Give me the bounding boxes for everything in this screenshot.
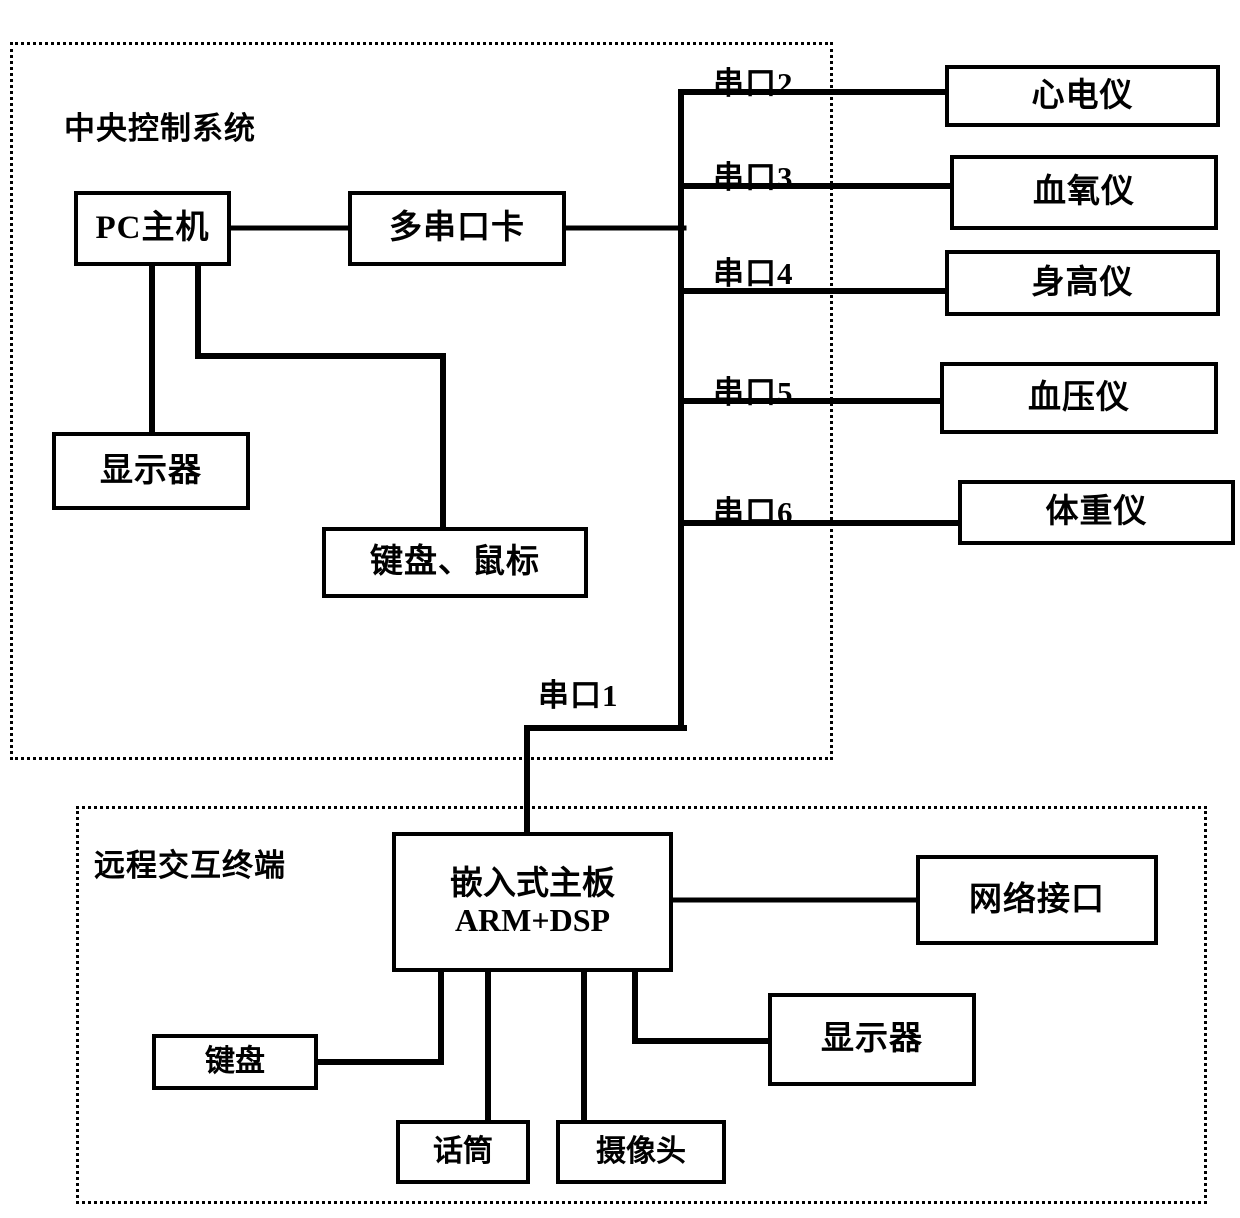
node-pc-host[interactable]: PC主机 — [74, 191, 231, 266]
node-keyboard-mouse[interactable]: 键盘、鼠标 — [322, 527, 588, 598]
serial-port-label-1: 串口1 — [538, 678, 619, 713]
node-multi-serial-card[interactable]: 多串口卡 — [348, 191, 566, 266]
group-remote-interactive-terminal — [76, 806, 1207, 1204]
group-central-control-system — [10, 42, 833, 760]
serial-port-label-2: 串口2 — [713, 66, 794, 101]
serial-port-label-3: 串口3 — [713, 160, 794, 195]
node-remote-keyboard[interactable]: 键盘 — [152, 1034, 318, 1090]
node-central-monitor[interactable]: 显示器 — [52, 432, 250, 510]
serial-port-label-6: 串口6 — [713, 495, 794, 530]
node-camera[interactable]: 摄像头 — [556, 1120, 726, 1184]
node-embedded-board[interactable]: 嵌入式主板 ARM+DSP — [392, 832, 673, 972]
embedded-board-line-2: ARM+DSP — [454, 901, 611, 938]
node-network-interface[interactable]: 网络接口 — [916, 855, 1158, 945]
node-device-oximeter[interactable]: 血氧仪 — [950, 155, 1218, 230]
serial-port-label-5: 串口5 — [713, 375, 794, 410]
node-device-bp-meter[interactable]: 血压仪 — [940, 362, 1218, 434]
embedded-board-line-1: 嵌入式主板 — [450, 865, 615, 902]
node-device-ecg[interactable]: 心电仪 — [945, 65, 1220, 127]
group-label-remote-interactive-terminal: 远程交互终端 — [94, 848, 286, 883]
node-device-weight-scale[interactable]: 体重仪 — [958, 480, 1235, 545]
serial-port-label-4: 串口4 — [713, 256, 794, 291]
node-remote-monitor[interactable]: 显示器 — [768, 993, 976, 1086]
node-device-height-meter[interactable]: 身高仪 — [945, 250, 1220, 316]
node-microphone[interactable]: 话筒 — [396, 1120, 530, 1184]
group-label-central-control-system: 中央控制系统 — [64, 111, 256, 146]
